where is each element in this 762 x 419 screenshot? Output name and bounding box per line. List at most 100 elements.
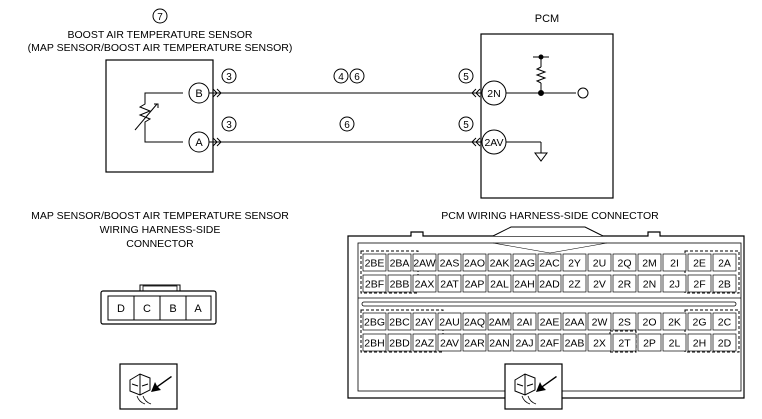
pcm-pin-label: 2E bbox=[693, 258, 706, 270]
pcm-pin-cell: 2A bbox=[712, 253, 737, 272]
pcm-pin-label: 2M bbox=[642, 258, 657, 270]
pcm-pin-label: 2Y bbox=[568, 258, 581, 270]
pcm-pin-label: 2V bbox=[593, 279, 606, 291]
pcm-box bbox=[480, 33, 614, 199]
pcm-pin-label: 2BB bbox=[390, 279, 410, 291]
callout-top-pcm: 5 bbox=[458, 68, 474, 84]
pcm-pin-cell: 2H bbox=[687, 333, 712, 352]
pcm-pin-label: 2AI bbox=[517, 317, 533, 329]
svg-text:7: 7 bbox=[157, 12, 163, 23]
pcm-pin-label: 2D bbox=[718, 338, 732, 350]
pcm-pin-label: 2H bbox=[693, 338, 706, 350]
pcm-pin-cell: 2B bbox=[712, 274, 737, 293]
pcm-pin-label: 2Q bbox=[617, 258, 631, 270]
sensor-connector-title-line3: CONNECTOR bbox=[126, 238, 194, 250]
pcm-pin-label: 2W bbox=[592, 317, 608, 329]
pcm-pin-cell: 2D bbox=[712, 333, 737, 352]
pcm-pin-label: 2AR bbox=[464, 338, 485, 350]
pcm-pin-cell: 2AZ bbox=[412, 333, 437, 352]
pcm-pin-label: 2AU bbox=[439, 317, 459, 329]
svg-text:2N: 2N bbox=[487, 88, 500, 100]
sensor-connector-pin-b: B bbox=[169, 303, 176, 315]
pcm-pin-cell: 2AP bbox=[462, 274, 487, 293]
pcm-pin-cell: 2AT bbox=[437, 274, 462, 293]
pcm-pin-cell: 2X bbox=[587, 333, 612, 352]
pcm-pin-cell: 2Z bbox=[562, 274, 587, 293]
svg-text:B: B bbox=[195, 88, 202, 100]
callout-bottom-sensor: 3 bbox=[221, 116, 237, 132]
pcm-pin-label: 2AK bbox=[490, 258, 510, 270]
pcm-pin-cell: 2BE bbox=[362, 253, 387, 272]
pcm-pin-cell: 2J bbox=[662, 274, 687, 293]
pcm-pin-cell: 2BB bbox=[387, 274, 412, 293]
pcm-pin-label: 2AT bbox=[440, 279, 459, 291]
pcm-pin-cell: 2AU bbox=[437, 312, 462, 331]
svg-text:6: 6 bbox=[344, 120, 350, 131]
svg-text:5: 5 bbox=[463, 120, 469, 131]
pcm-pin-cell: 2BG bbox=[362, 312, 387, 331]
sensor-connector-pin-a: A bbox=[194, 303, 202, 315]
pcm-pin-cell: 2G bbox=[687, 312, 712, 331]
pcm-pin-label: 2B bbox=[718, 279, 731, 291]
sensor-title-line1: BOOST AIR TEMPERATURE SENSOR bbox=[68, 29, 253, 41]
pcm-pin-cell: 2AC bbox=[537, 253, 562, 272]
pcm-pin-label: 2P bbox=[643, 338, 656, 350]
pcm-pin-cell: 2W bbox=[587, 312, 612, 331]
pcm-pin-label: 2U bbox=[593, 258, 606, 270]
pcm-pin-cell: 2AO bbox=[462, 253, 487, 272]
pcm-pin-label: 2AE bbox=[540, 317, 560, 329]
pcm-pin-label: 2I bbox=[670, 258, 679, 270]
pcm-pin-cell: 2AB bbox=[562, 333, 587, 352]
pcm-pin-cell: 2AR bbox=[462, 333, 487, 352]
pcm-pin-cell: 2S bbox=[612, 312, 637, 331]
pcm-pin-cell: 2BH bbox=[362, 333, 387, 352]
pcm-pin-cell: 2E bbox=[687, 253, 712, 272]
pcm-pin-2av: 2AV bbox=[481, 129, 507, 155]
pcm-pin-cell: 2O bbox=[637, 312, 662, 331]
pcm-pin-cell: 2AN bbox=[487, 333, 512, 352]
callout-top-mid-b: 6 bbox=[349, 68, 365, 84]
pcm-pin-label: 2AQ bbox=[464, 317, 485, 329]
sensor-title-line2: (MAP SENSOR/BOOST AIR TEMPERATURE SENSOR… bbox=[28, 42, 293, 54]
pcm-pin-label: 2AA bbox=[565, 317, 585, 329]
pcm-pin-label: 2K bbox=[668, 317, 681, 329]
pcm-pin-cell: 2AK bbox=[487, 253, 512, 272]
callout-bottom-mid: 6 bbox=[339, 116, 355, 132]
pcm-pin-label: 2AD bbox=[539, 279, 560, 291]
pcm-pin-label: 2T bbox=[618, 338, 631, 350]
pcm-pin-cell: 2BF bbox=[362, 274, 387, 293]
pcm-pin-cell: 2BA bbox=[387, 253, 412, 272]
sensor-connector-pin-c: C bbox=[143, 303, 151, 315]
pcm-pin-cell: 2AQ bbox=[462, 312, 487, 331]
pcm-pin-cell: 2BC bbox=[387, 312, 412, 331]
pcm-pin-cell: 2N bbox=[637, 274, 662, 293]
pcm-label: PCM bbox=[535, 13, 559, 25]
pcm-pin-label: 2A bbox=[718, 258, 731, 270]
pcm-pin-label: 2BA bbox=[390, 258, 410, 270]
pcm-pin-cell: 2F bbox=[687, 274, 712, 293]
svg-text:3: 3 bbox=[226, 72, 232, 83]
connector-view-icon bbox=[504, 363, 563, 410]
pcm-pin-cell: 2T bbox=[612, 333, 637, 352]
pcm-pin-label: 2BF bbox=[365, 279, 384, 291]
pcm-pin-cell: 2AJ bbox=[512, 333, 537, 352]
pcm-pin-label: 2BC bbox=[389, 317, 410, 329]
sensor-connector: D C B A bbox=[100, 284, 217, 325]
pcm-pin-cell: 2AF bbox=[537, 333, 562, 352]
pcm-pin-label: 2AP bbox=[465, 279, 485, 291]
pcm-pin-cell: 2BD bbox=[387, 333, 412, 352]
pcm-pin-label: 2AF bbox=[540, 338, 559, 350]
pcm-pin-cell: 2M bbox=[637, 253, 662, 272]
pcm-pin-cell: 2C bbox=[712, 312, 737, 331]
pcm-pin-label: 2AB bbox=[565, 338, 585, 350]
sensor-connector-title-line2: WIRING HARNESS-SIDE bbox=[100, 224, 221, 236]
pcm-pin-label: 2AN bbox=[489, 338, 509, 350]
pcm-pin-cell: 2K bbox=[662, 312, 687, 331]
pcm-pin-cell: 2AG bbox=[512, 253, 537, 272]
sensor-connector-title-line1: MAP SENSOR/BOOST AIR TEMPERATURE SENSOR bbox=[31, 210, 289, 222]
pcm-pin-label: 2X bbox=[593, 338, 606, 350]
pcm-pin-cell: 2U bbox=[587, 253, 612, 272]
sensor-pin-a: A bbox=[188, 131, 210, 153]
